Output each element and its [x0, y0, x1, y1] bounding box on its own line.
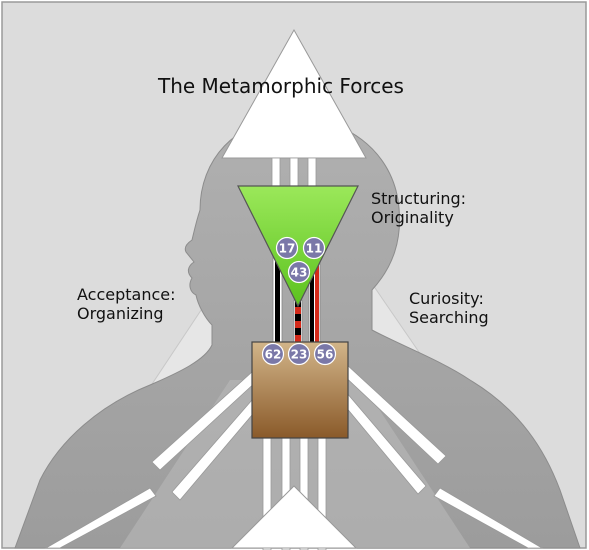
gate-62: 62 [263, 344, 284, 365]
structuring-label-line-2: Originality [371, 208, 466, 227]
channel-43-23-seg [295, 328, 301, 335]
acceptance-label-line-1: Acceptance: [77, 285, 176, 304]
gate-17: 17 [277, 238, 298, 259]
channel-43-23-seg [295, 335, 301, 342]
gate-62-label: 62 [265, 348, 282, 362]
channel-43-23-seg [295, 321, 301, 328]
acceptance-label: Acceptance: Organizing [77, 285, 176, 323]
structuring-label: Structuring: Originality [371, 189, 466, 227]
channel-head-ajna-right [308, 158, 316, 186]
channel-43-23-seg [295, 314, 301, 321]
gate-11: 11 [304, 238, 325, 259]
structuring-label-line-1: Structuring: [371, 189, 466, 208]
gate-56-label: 56 [317, 348, 334, 362]
diagram-title: The Metamorphic Forces [158, 74, 404, 98]
channel-head-ajna-middle [290, 158, 298, 186]
gate-43-label: 43 [291, 266, 308, 280]
curiosity-label: Curiosity: Searching [409, 289, 489, 327]
channel-43-23-seg [295, 307, 301, 314]
gate-17-label: 17 [279, 242, 296, 256]
gate-56: 56 [315, 344, 336, 365]
channel-head-ajna-left [272, 158, 280, 186]
acceptance-label-line-2: Organizing [77, 304, 176, 323]
gate-23-label: 23 [291, 348, 308, 362]
gate-23: 23 [289, 344, 310, 365]
curiosity-label-line-1: Curiosity: [409, 289, 489, 308]
gate-11-label: 11 [306, 242, 323, 256]
gate-43: 43 [289, 262, 310, 283]
curiosity-label-line-2: Searching [409, 308, 489, 327]
